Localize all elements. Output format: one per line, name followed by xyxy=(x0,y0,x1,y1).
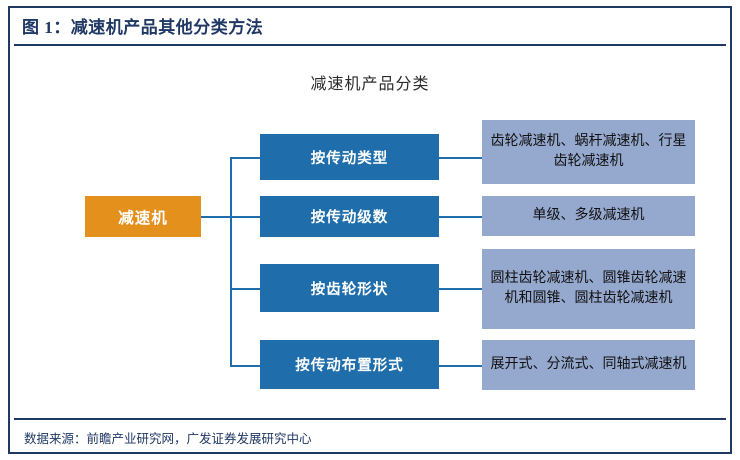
node-branch-transmission-stages[interactable]: 按传动级数 xyxy=(260,196,439,237)
frame-border-bottom xyxy=(8,452,732,454)
node-branch-transmission-layout[interactable]: 按传动布置形式 xyxy=(260,340,439,389)
source-divider xyxy=(14,418,726,420)
node-leaf-gear-shape-detail[interactable]: 圆柱齿轮减速机、圆锥齿轮减速机和圆锥、圆柱齿轮减速机 xyxy=(482,249,695,329)
node-leaf-transmission-type-detail[interactable]: 齿轮减速机、蜗杆减速机、行星齿轮减速机 xyxy=(482,120,695,184)
connector-branch-4-to-leaf-4 xyxy=(438,365,482,367)
frame-border-right xyxy=(730,6,732,454)
node-branch-gear-shape[interactable]: 按齿轮形状 xyxy=(260,264,439,312)
node-root-reducer[interactable]: 减速机 xyxy=(85,196,201,237)
connector-branch-1-to-leaf-1 xyxy=(438,157,482,159)
connector-branch-3-to-leaf-3 xyxy=(438,288,482,290)
chart-heading: 减速机产品分类 xyxy=(310,76,430,93)
connector-trunk-to-branch-2 xyxy=(230,216,260,218)
connector-root-stem xyxy=(200,216,232,218)
connector-trunk-to-branch-4 xyxy=(230,365,260,367)
frame-border-left xyxy=(8,6,10,454)
connector-branch-2-to-leaf-2 xyxy=(438,216,482,218)
node-leaf-transmission-stages-detail[interactable]: 单级、多级减速机 xyxy=(482,196,695,236)
title-divider xyxy=(14,44,726,46)
connector-trunk-to-branch-1 xyxy=(230,157,260,159)
connector-trunk-to-branch-3 xyxy=(230,288,260,290)
connector-trunk-vertical xyxy=(230,157,232,366)
node-branch-transmission-type[interactable]: 按传动类型 xyxy=(260,134,439,180)
figure-source: 数据来源：前瞻产业研究网，广发证券发展研究中心 xyxy=(24,432,312,446)
figure-title: 图 1：减速机产品其他分类方法 xyxy=(22,18,264,37)
node-leaf-transmission-layout-detail[interactable]: 展开式、分流式、同轴式减速机 xyxy=(482,340,695,390)
frame-border-top xyxy=(8,6,732,8)
